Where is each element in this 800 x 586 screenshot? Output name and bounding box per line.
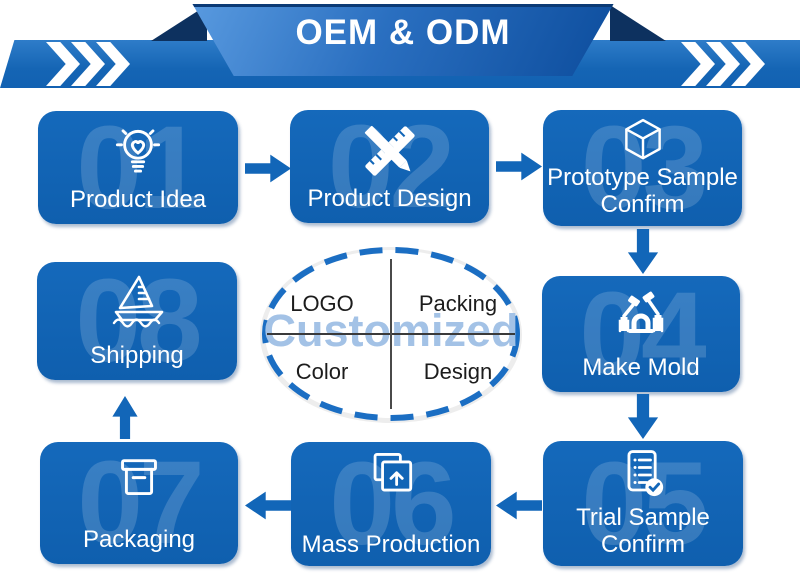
vertical-divider (390, 259, 392, 409)
lightbulb-icon (38, 119, 238, 185)
chevron-right-icon (681, 42, 715, 86)
step-label: Make Mold (582, 354, 700, 382)
banner-ribbon (192, 4, 614, 76)
quadrant-color: Color (295, 359, 349, 384)
step-box-packaging: 07 Packaging (40, 437, 238, 569)
flow-arrow-prototype-to-mold (627, 229, 659, 274)
step-box-mass-production: 06 Mass Production (291, 438, 491, 570)
step-box-make-mold: 04 Make Mold (542, 268, 740, 400)
step-box-trial-sample-confirm: 05 Trial Sample Confirm (543, 438, 743, 570)
step-label: Mass Production (301, 531, 481, 559)
step-label: Packaging (82, 526, 196, 554)
sailboat-icon (37, 270, 237, 334)
customized-ellipse: Customized LOGO Packing Color Design (253, 241, 529, 429)
flow-arrow-mass-to-packaging (245, 491, 291, 520)
step-label: Prototype Sample Confirm (547, 164, 738, 219)
quadrant-packing: Packing (418, 291, 498, 316)
copies-up-arrow-icon (291, 446, 491, 506)
flow-arrow-design-to-prototype (496, 152, 542, 181)
quadrant-logo: LOGO (290, 291, 354, 316)
chevron-right-icon (46, 42, 80, 86)
flow-arrow-trial-to-mass (496, 491, 542, 520)
step-label: Product Idea (69, 186, 207, 214)
robot-arm-icon (542, 284, 740, 348)
step-label: Shipping (90, 342, 184, 370)
step-box-product-design: 02 Product Design (290, 101, 489, 233)
step-box-product-idea: 01 Product Idea (38, 102, 238, 234)
flow-arrow-mold-to-trial (627, 394, 659, 439)
step-label: Trial Sample Confirm (576, 504, 710, 559)
flow-arrow-idea-to-design (245, 154, 291, 183)
ruler-pencil-icon (290, 118, 489, 184)
banner-title: OEM & ODM (295, 13, 511, 52)
step-box-prototype-sample-confirm: 03 Prototype Sample Confirm (543, 102, 742, 234)
step-label: Product Design (307, 185, 472, 213)
cube-icon (543, 114, 742, 170)
quadrant-design: Design (423, 359, 493, 384)
step-box-shipping: 08 Shipping (37, 255, 237, 387)
flow-arrow-packaging-to-shipping (112, 396, 138, 439)
checklist-check-icon (543, 445, 743, 505)
package-box-icon (40, 450, 238, 512)
